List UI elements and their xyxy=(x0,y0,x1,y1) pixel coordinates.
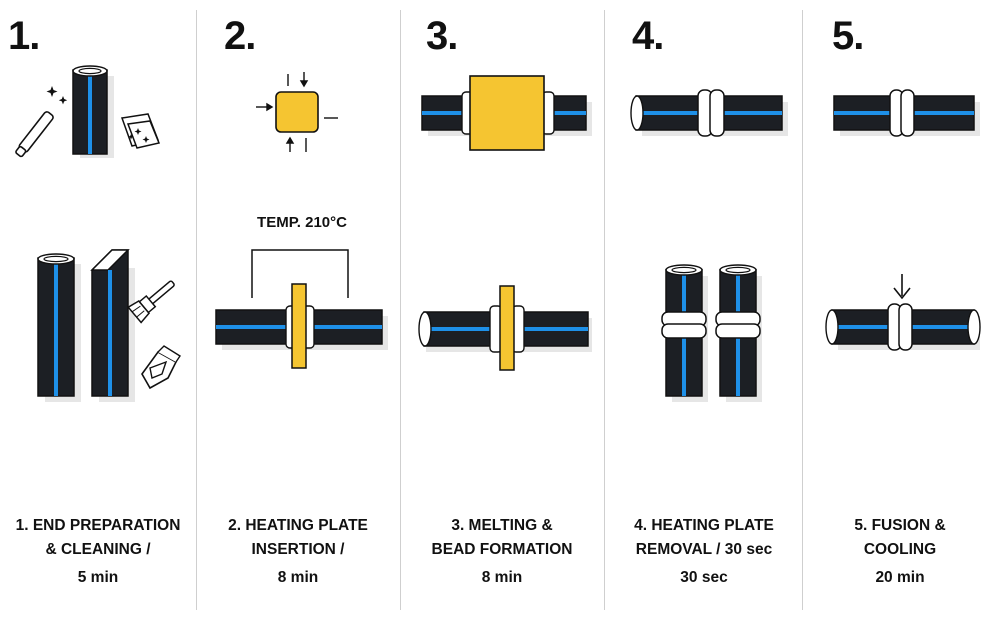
step-caption-1: 1. END PREPARATION & CLEANING / 5 min xyxy=(0,514,196,590)
step-duration: 30 sec xyxy=(680,569,728,586)
pipe-vertical-pair xyxy=(661,264,762,402)
step-number-2: 2. xyxy=(224,14,256,58)
step-5-illustration xyxy=(825,89,981,351)
column-divider xyxy=(802,10,803,610)
scraper-icon xyxy=(141,345,181,390)
step-number-4: 4. xyxy=(632,14,664,58)
column-divider xyxy=(196,10,197,610)
column-divider xyxy=(400,10,401,610)
step-number-1: 1. xyxy=(8,14,40,58)
caption-line: REMOVAL / 30 sec xyxy=(635,541,773,558)
pipe-vertical-tall xyxy=(37,253,81,402)
marker-icon xyxy=(15,111,54,158)
step-number-5: 5. xyxy=(832,14,864,58)
step-duration: 8 min xyxy=(481,569,523,586)
step-duration: 5 min xyxy=(77,569,119,586)
heating-plate-icon xyxy=(256,72,338,152)
pipe-vertical-short xyxy=(72,65,114,158)
pipe-assembly-bottom xyxy=(418,285,592,371)
step-caption-4: 4. HEATING PLATE REMOVAL / 30 sec 30 sec xyxy=(606,514,802,590)
pipe-assembly-fused-bottom xyxy=(825,303,981,351)
temperature-label: TEMP. 210°C xyxy=(257,214,347,231)
caption-line: 3. MELTING & xyxy=(451,517,553,534)
pipe-assembly xyxy=(215,283,388,369)
pipe-assembly-joined xyxy=(630,89,788,137)
step-duration: 20 min xyxy=(875,569,925,586)
step-caption-2: 2. HEATING PLATE INSERTION / 8 min xyxy=(200,514,396,590)
arrow-down-icon xyxy=(893,274,911,300)
sparkle-icon xyxy=(46,86,68,105)
column-divider xyxy=(604,10,605,610)
caption-line: 2. HEATING PLATE xyxy=(228,517,368,534)
caption-line: COOLING xyxy=(863,541,937,558)
step-4-illustration xyxy=(630,89,788,402)
caption-line: 4. HEATING PLATE xyxy=(634,517,774,534)
caption-line: 1. END PREPARATION xyxy=(15,517,181,534)
caption-line: BEAD FORMATION xyxy=(431,541,573,558)
step-duration: 8 min xyxy=(277,569,319,586)
brush-icon xyxy=(127,280,175,324)
cleaning-pad-icon xyxy=(120,113,161,149)
step-caption-5: 5. FUSION & COOLING 20 min xyxy=(802,514,998,590)
caption-line: & CLEANING / xyxy=(45,541,151,558)
pipe-assembly-top xyxy=(421,75,592,151)
caption-line: INSERTION / xyxy=(251,541,345,558)
pipe-vertical-chamfered xyxy=(90,249,135,402)
step-3-illustration xyxy=(418,75,592,371)
step-2-illustration xyxy=(215,72,388,369)
step-1-illustration xyxy=(15,65,181,402)
pipe-assembly-fused-top xyxy=(833,89,980,137)
temperature-bracket xyxy=(251,249,349,298)
step-caption-3: 3. MELTING & BEAD FORMATION 8 min xyxy=(404,514,600,590)
step-number-3: 3. xyxy=(426,14,458,58)
caption-line: 5. FUSION & xyxy=(854,517,946,534)
